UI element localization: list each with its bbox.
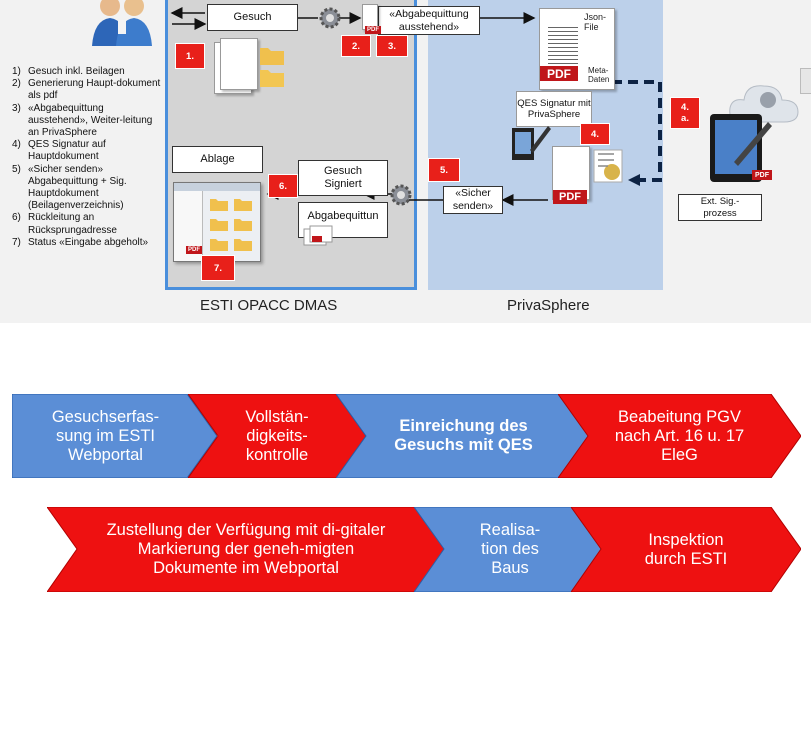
process-step-5: Zustellung der Verfügung mit di-gitaler … [47,507,445,592]
process-step-6: Realisa-tion des Baus [414,507,606,592]
qes-signatur-box: QES Signatur mit PrivaSphere [516,91,592,127]
process-step-3: Einreichung des Gesuchs mit QES [336,394,591,478]
folder-icon [258,44,286,92]
certificate-icon [590,148,626,188]
marker-2: 2. [341,35,371,57]
step-item: 2)Generierung Haupt-dokument als pdf [12,78,161,102]
step-item: 3)«Abgabequittung ausstehend», Weiter-le… [12,102,153,139]
signing-pen-icon [510,120,552,164]
process-step-label: Zustellung der Verfügung mit di-gitaler … [106,521,386,577]
step-item: 6)Rückleitung an Rücksprungadresse [12,212,117,236]
step-item: 4)QES Signatur auf Hauptdokument [12,139,106,163]
process-step-label: Realisa-tion des Baus [479,521,541,577]
esti-panel-label: ESTI OPACC DMAS [200,297,338,314]
pdf-label: PDF [365,26,381,34]
marker-4a: 4. a. [670,97,700,129]
process-step-1: Gesuchserfas-sung im ESTI Webportal [12,394,217,478]
pdf-label: PDF [752,170,772,180]
step-item: 7)Status «Eingabe abgeholt» [12,236,149,248]
step-item: 5)«Sicher senden» Abgabequittung + Sig. … [12,163,127,212]
process-step-label: Vollstän-digkeits-kontrolle [245,407,309,464]
pdf-label: PDF [540,66,578,81]
process-step-label: Beabeitung PGV nach Art. 16 u. 17 EleG [614,407,745,464]
meta-daten-label: Meta-Daten [588,66,610,84]
ablage-box: Ablage [172,146,263,173]
cloud-icon [728,78,800,126]
gear-icon [318,6,342,30]
process-step-label: Inspektion durch ESTI [644,530,728,568]
process-step-4: Beabeitung PGV nach Art. 16 u. 17 EleG [558,394,801,478]
pdf-label: PDF [186,246,202,254]
json-file-label: Json-File [584,12,607,32]
tablet-icon [706,112,776,186]
gesuch-box: Gesuch [207,4,298,31]
step-list: 1)Gesuch inkl. Beilagen 2)Generierung Ha… [12,66,162,249]
code-lines-icon [548,24,578,64]
process-step-label: Gesuchserfas-sung im ESTI Webportal [51,407,160,464]
workflow-diagram: 1)Gesuch inkl. Beilagen 2)Generierung Ha… [0,0,811,323]
process-step-7: Inspektion durch ESTI [571,507,801,592]
step-item: 1)Gesuch inkl. Beilagen [12,66,125,77]
sicher-senden-box: «Sicher senden» [443,186,503,214]
receipt-icon [302,225,336,247]
marker-6: 6. [268,174,298,198]
abgabequittung-ausstehend-box: «Abgabequittung ausstehend» [378,6,480,35]
window-edge-fragment [800,68,811,94]
process-step-label: Einreichung des Gesuchs mit QES [394,417,533,454]
connector-arrows [170,7,662,206]
user-icon [88,0,158,46]
gesuch-signiert-box: Gesuch Signiert [298,160,388,196]
privasphere-panel-label: PrivaSphere [507,297,590,314]
marker-3: 3. [376,35,408,57]
process-step-2: Vollstän-digkeits-kontrolle [188,394,366,478]
marker-4: 4. [580,123,610,145]
ext-sig-prozess-box: Ext. Sig.-prozess [678,194,762,221]
marker-7: 7. [201,255,235,281]
esti-panel [165,0,417,290]
pdf-label: PDF [553,190,587,204]
document-icon [220,38,258,90]
gear-icon [389,183,413,207]
marker-5: 5. [428,158,460,182]
marker-1: 1. [175,43,205,69]
